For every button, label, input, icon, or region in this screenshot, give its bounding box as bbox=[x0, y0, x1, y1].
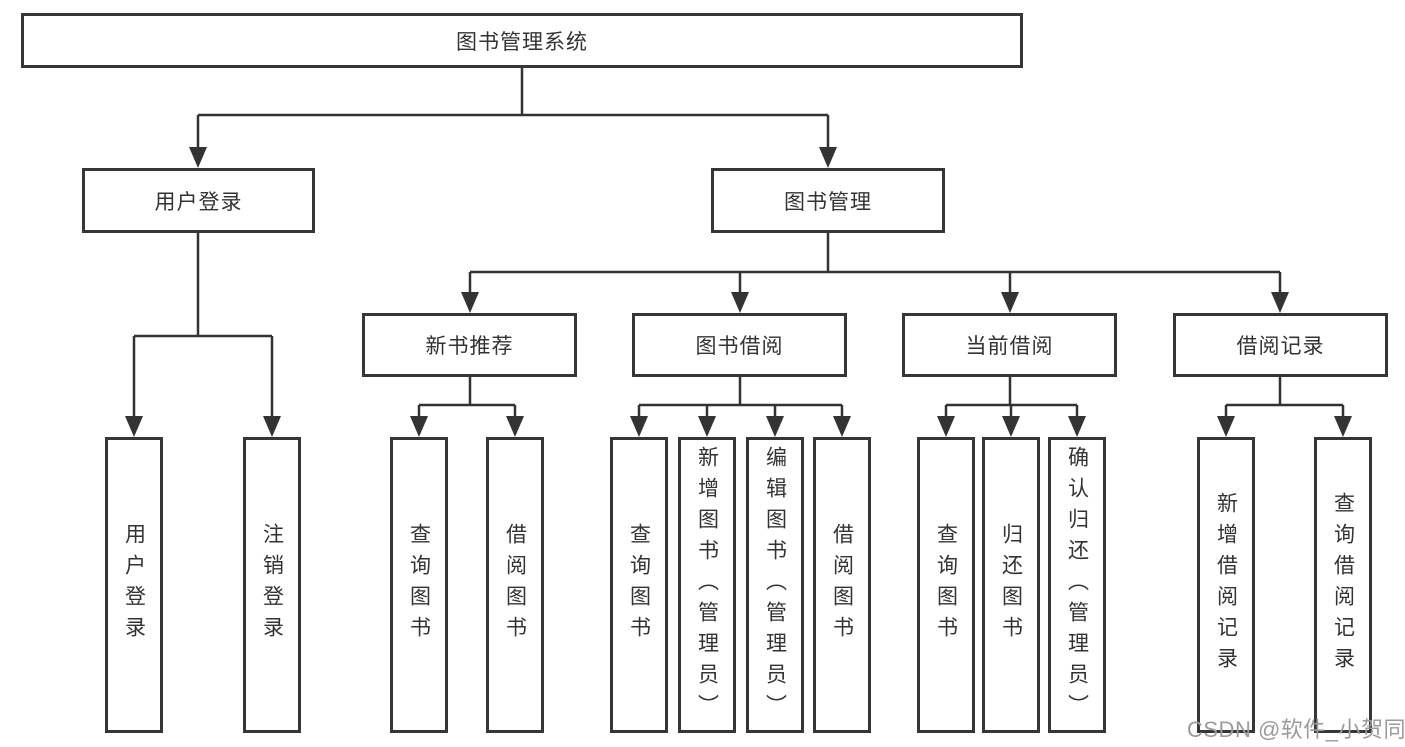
node-borrowing-records: 借阅记录 bbox=[1173, 313, 1388, 377]
leaf-logout: 注销登录 bbox=[243, 437, 301, 733]
leaf-add-borrow-record: 新增借阅记录 bbox=[1197, 437, 1255, 733]
leaf-borrow-books: 借阅图书 bbox=[813, 437, 871, 733]
leaf-user-login: 用户登录 bbox=[105, 437, 163, 733]
node-label: 新增图书（管理员） bbox=[695, 445, 719, 725]
node-label: 查询借阅记录 bbox=[1331, 492, 1355, 678]
node-label: 用户登录 bbox=[154, 190, 243, 214]
node-label: 注销登录 bbox=[260, 523, 284, 647]
leaf-edit-books-admin: 编辑图书（管理员） bbox=[746, 437, 804, 733]
node-label: 新书推荐 bbox=[425, 335, 514, 358]
node-current-borrowing: 当前借阅 bbox=[902, 313, 1117, 377]
node-label: 编辑图书（管理员） bbox=[763, 445, 787, 725]
node-label: 借阅图书 bbox=[503, 523, 527, 647]
leaf-query-borrow-record: 查询借阅记录 bbox=[1314, 437, 1372, 733]
node-label: 查询图书 bbox=[407, 523, 431, 647]
node-label: 图书管理 bbox=[784, 190, 872, 214]
leaf-query-books-recommend: 查询图书 bbox=[390, 437, 448, 733]
leaf-add-books-admin: 新增图书（管理员） bbox=[678, 437, 736, 733]
node-label: 确认归还（管理员） bbox=[1065, 445, 1089, 725]
node-label: 借阅记录 bbox=[1236, 335, 1325, 358]
node-label: 查询图书 bbox=[934, 523, 958, 647]
node-root: 图书管理系统 bbox=[21, 13, 1023, 68]
node-label: 新增借阅记录 bbox=[1214, 492, 1238, 678]
node-label: 借阅图书 bbox=[830, 523, 854, 647]
node-label: 归还图书 bbox=[999, 523, 1023, 647]
leaf-confirm-return-admin: 确认归还（管理员） bbox=[1048, 437, 1106, 733]
node-label: 图书管理系统 bbox=[456, 30, 588, 54]
node-book-borrowing: 图书借阅 bbox=[632, 313, 847, 377]
watermark-text: CSDN @软件_小贺同学 bbox=[1187, 717, 1405, 742]
node-label: 查询图书 bbox=[627, 523, 651, 647]
node-user-login: 用户登录 bbox=[82, 168, 315, 233]
node-book-management: 图书管理 bbox=[711, 168, 945, 233]
leaf-query-books-borrow: 查询图书 bbox=[610, 437, 668, 733]
node-label: 图书借阅 bbox=[695, 335, 784, 358]
leaf-borrow-books-recommend: 借阅图书 bbox=[486, 437, 544, 733]
node-label: 用户登录 bbox=[122, 523, 146, 647]
node-label: 当前借阅 bbox=[965, 335, 1054, 358]
leaf-return-books: 归还图书 bbox=[982, 437, 1040, 733]
node-new-book-recommendation: 新书推荐 bbox=[362, 313, 577, 377]
leaf-query-books-current: 查询图书 bbox=[917, 437, 975, 733]
